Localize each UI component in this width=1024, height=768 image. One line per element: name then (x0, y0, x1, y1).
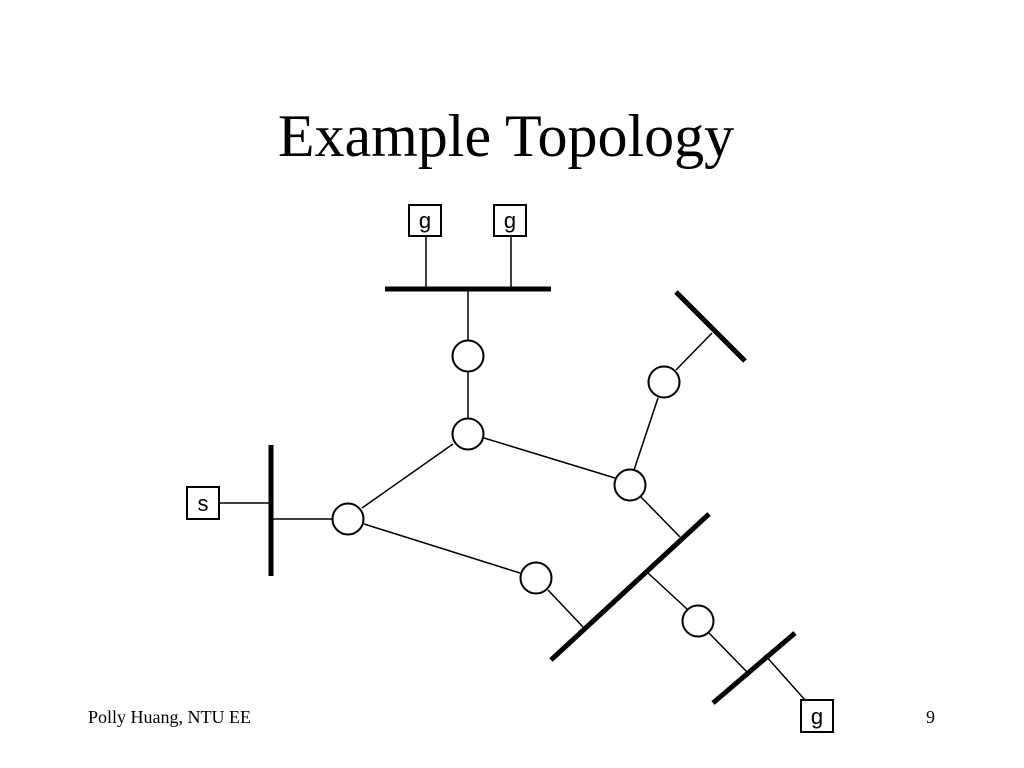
box-outline (800, 699, 834, 733)
router-node (647, 365, 681, 399)
page-number: 9 (926, 707, 935, 727)
group-member-box: g (800, 699, 834, 733)
lan-segment-upper-right (674, 290, 747, 363)
router-node (613, 468, 647, 502)
lan-segment-diagonal (549, 512, 711, 662)
router-node (451, 417, 485, 451)
link (764, 654, 806, 701)
box-outline (408, 204, 442, 237)
box-outline (493, 204, 527, 237)
box-label: s (198, 491, 209, 516)
box-label: g (504, 208, 516, 233)
link (483, 437, 616, 479)
group-member-box: g (408, 204, 442, 237)
lan-segments (268, 286, 797, 705)
host-boxes: g g s g (186, 204, 834, 733)
link (363, 523, 521, 574)
box-label: g (811, 704, 823, 729)
links (219, 236, 806, 701)
link (547, 589, 584, 628)
router-node (681, 604, 715, 638)
source-box: s (186, 486, 220, 520)
link (361, 443, 454, 509)
box-outline (186, 486, 220, 520)
routers (331, 339, 715, 638)
footer-author: Polly Huang, NTU EE (88, 707, 251, 727)
router-node (331, 502, 365, 536)
link (708, 632, 748, 673)
group-member-box: g (493, 204, 527, 237)
link (633, 397, 659, 471)
link (647, 572, 688, 610)
link (675, 332, 713, 371)
box-label: g (419, 208, 431, 233)
router-node (451, 339, 485, 373)
router-node (519, 561, 553, 595)
lan-segment-small (711, 631, 797, 705)
link (640, 496, 681, 538)
slide-title: Example Topology (277, 103, 735, 169)
